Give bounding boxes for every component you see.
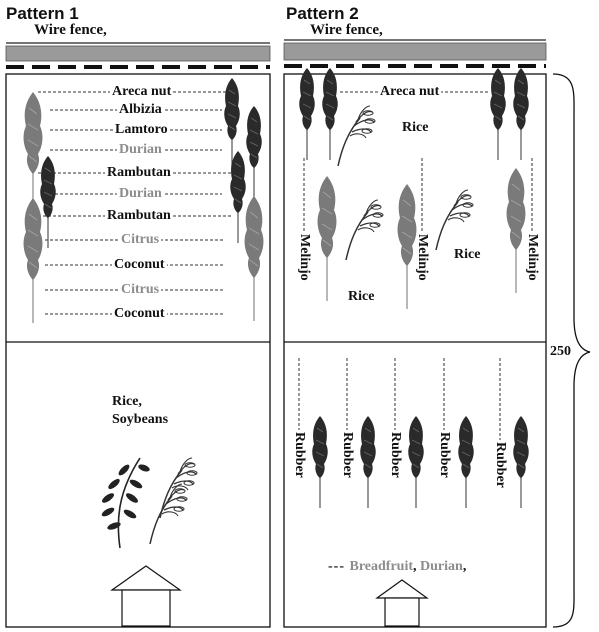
rice-plant-icon [435, 189, 474, 251]
pattern2-title: Pattern 2 [286, 4, 359, 23]
rubber-lines [298, 358, 501, 440]
rice-label: Rice [348, 289, 375, 304]
breadfruit-label: Breadfruit [349, 559, 414, 574]
soybean-plant-icon [101, 457, 150, 549]
row-label: Durian [117, 186, 164, 202]
tree-icon [512, 415, 530, 509]
tree-icon [512, 67, 530, 161]
rubber-label: Rubber [388, 432, 403, 478]
tree-icon [316, 175, 338, 302]
rice-plant-icon [337, 105, 376, 167]
dimension-label: 250 [550, 344, 571, 359]
bottom-row-label: --- Breadfruit, Durian, [328, 559, 467, 574]
tree-icon [457, 415, 475, 509]
pattern2-fence-label: Wire fence, [310, 22, 383, 38]
row-label: Citrus [119, 282, 162, 298]
rubber-label: Rubber [493, 442, 508, 488]
durian-label: Durian [420, 559, 463, 574]
tree-icon [407, 415, 425, 509]
row-label: Lamtoro [113, 122, 170, 138]
tree-icon [22, 197, 44, 324]
row-label: Rambutan [105, 165, 173, 181]
rice-label: Rice [454, 247, 481, 262]
pattern1-title: Pattern 1 [6, 4, 79, 23]
rubber-label: Rubber [340, 432, 355, 478]
pattern1-fence-label: Wire fence, [34, 22, 107, 38]
row-label: Durian [117, 142, 164, 158]
row-label: Coconut [112, 257, 167, 273]
row-label: Coconut [112, 306, 167, 322]
rice-label: Rice [402, 120, 429, 135]
plot-box-1 [5, 73, 271, 628]
tree-icon [243, 195, 265, 322]
tree-icon [39, 155, 57, 249]
fence-bar-2 [283, 42, 547, 61]
row-label: Citrus [119, 232, 162, 248]
tree-icon [245, 105, 263, 199]
areca-nut-label: Areca nut [378, 84, 442, 100]
melinjo-label: Melinjo [297, 234, 312, 281]
crop-label-rice: Rice, [112, 394, 142, 409]
tree-icon [505, 167, 527, 294]
melinjo-lines [303, 158, 533, 232]
tree-icon [298, 67, 316, 161]
row-label: Rambutan [105, 208, 173, 224]
house-icon [375, 579, 429, 627]
rice-plant-icon [345, 199, 384, 261]
row-label: Albizia [117, 102, 164, 118]
tree-icon [489, 67, 507, 161]
fence-bar-1 [5, 45, 271, 62]
house-icon [110, 565, 182, 627]
crop-label-soybeans: Soybeans [112, 412, 169, 427]
row-label: Areca nut [110, 84, 174, 100]
rubber-label: Rubber [292, 432, 307, 478]
tree-icon [321, 67, 339, 161]
rubber-label: Rubber [437, 432, 452, 478]
melinjo-label: Melinjo [525, 234, 540, 281]
tree-icon [311, 415, 329, 509]
tree-icon [229, 150, 247, 244]
tree-icon [359, 415, 377, 509]
plot-box-2 [283, 73, 547, 628]
melinjo-label: Melinjo [415, 234, 430, 281]
dimension-brace [552, 73, 591, 628]
